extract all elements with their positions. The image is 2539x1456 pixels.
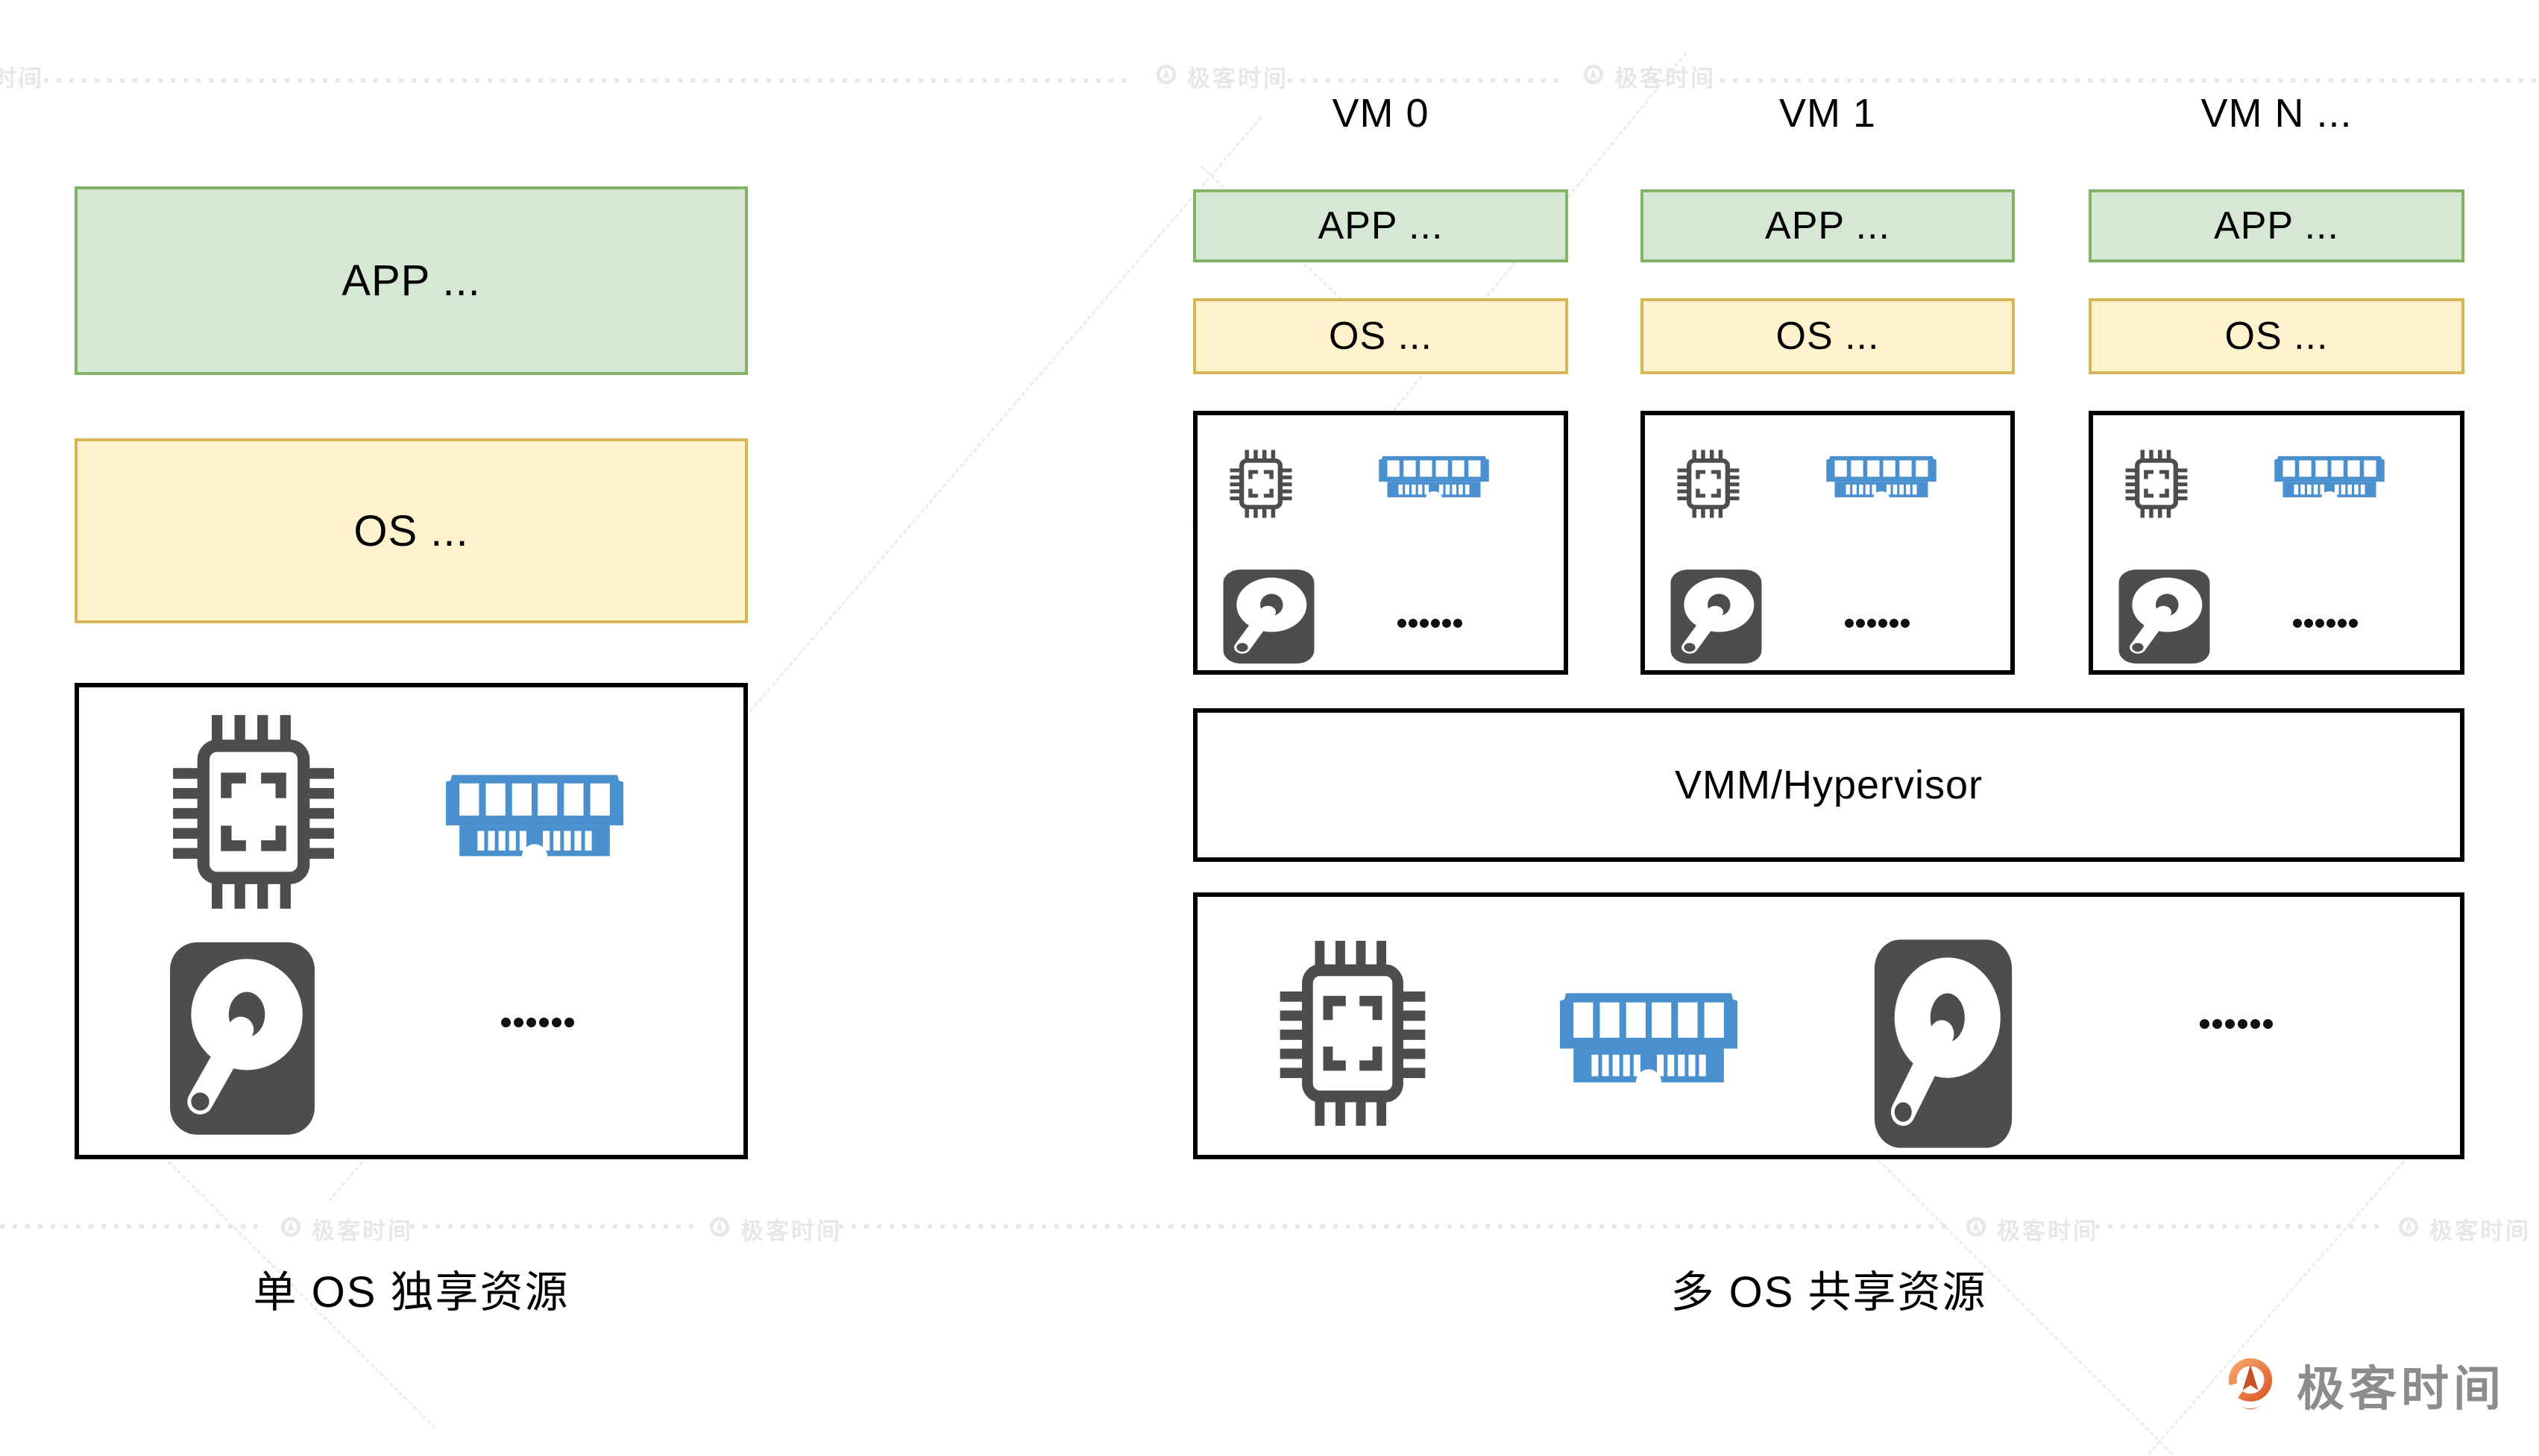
- ram-memory-icon: [1560, 993, 1737, 1087]
- app-box-single: APP ...: [75, 186, 748, 375]
- geektime-logo-icon: [1151, 62, 1181, 92]
- watermark-brand-text: 极客时间: [740, 1218, 842, 1244]
- app-box-label: APP ...: [1318, 204, 1444, 248]
- watermark-brand: 极客时间: [0, 60, 44, 93]
- geektime-brand-footer: 极客时间: [2218, 1351, 2505, 1419]
- vm-title-1: VM 1: [1778, 91, 1877, 136]
- cpu-chip-icon: [2124, 449, 2189, 519]
- vm-title-n: VM N ...: [2200, 91, 2353, 136]
- watermark-dotted-line: [0, 1224, 265, 1229]
- hard-disk-icon: [1669, 568, 1764, 665]
- cpu-chip-icon: [1229, 449, 1293, 519]
- os-box-single: OS ...: [75, 438, 748, 623]
- os-box-label: OS ...: [2224, 315, 2329, 358]
- hard-disk-icon: [1872, 936, 2015, 1151]
- watermark-brand: 极客时间: [705, 1212, 842, 1246]
- geektime-logo-icon: [276, 1214, 306, 1244]
- watermark-dotted-line: [839, 1224, 1950, 1229]
- geektime-logo-icon: [705, 1214, 734, 1244]
- app-box-label: APP ...: [1765, 204, 1890, 248]
- app-box-label: APP ...: [342, 256, 481, 305]
- ellipsis-dots: [1397, 618, 1462, 628]
- os-box-label: OS ...: [1775, 315, 1880, 358]
- os-box-vmn: OS ...: [2089, 298, 2464, 374]
- watermark-brand: 极客时间: [1961, 1212, 2098, 1246]
- ram-memory-icon: [1379, 456, 1489, 499]
- ellipsis-dots: [2200, 1018, 2273, 1029]
- hard-disk-icon: [2117, 568, 2212, 665]
- watermark-dotted-line: [410, 1224, 693, 1229]
- geektime-logo-icon: [2228, 1358, 2273, 1410]
- os-box-vm0: OS ...: [1193, 298, 1568, 374]
- watermark-brand-text: 极客时间: [1997, 1218, 2098, 1244]
- ram-memory-icon: [2274, 456, 2385, 499]
- vm-title-0: VM 0: [1332, 91, 1429, 136]
- geektime-logo-icon: [1961, 1214, 1991, 1244]
- ellipsis-dots: [2293, 618, 2358, 628]
- vmm-hypervisor-box: VMM/Hypervisor: [1193, 708, 2464, 862]
- geektime-logo-icon: [2394, 1214, 2423, 1244]
- hard-disk-icon: [167, 939, 318, 1138]
- watermark-brand-text: 极客时间: [0, 66, 44, 92]
- ram-memory-icon: [446, 775, 623, 860]
- watermark-brand: 极客时间: [2394, 1212, 2531, 1246]
- app-box-vmn: APP ...: [2089, 189, 2464, 262]
- vmm-hypervisor-label: VMM/Hypervisor: [1674, 763, 1983, 807]
- watermark-brand-text: 极客时间: [2429, 1218, 2531, 1244]
- os-box-label: OS ...: [353, 506, 469, 555]
- watermark-dotted-line: [2095, 1224, 2382, 1229]
- os-box-label: OS ...: [1329, 315, 1432, 358]
- cpu-chip-icon: [170, 712, 337, 912]
- watermark-dotted-line: [1275, 78, 1562, 83]
- hard-disk-icon: [1221, 568, 1316, 665]
- geektime-logo-icon: [1579, 62, 1608, 92]
- ram-memory-icon: [1826, 456, 1937, 499]
- app-box-vm1: APP ...: [1640, 189, 2015, 262]
- caption-single-os: 单 OS 独享资源: [253, 1268, 570, 1317]
- watermark-dotted-line: [19, 78, 1133, 83]
- geektime-brand-text: 极客时间: [2297, 1362, 2505, 1416]
- watermark-brand: 极客时间: [276, 1212, 413, 1246]
- ellipsis-dots: [501, 1017, 574, 1027]
- cpu-chip-icon: [1277, 938, 1428, 1129]
- cpu-chip-icon: [1676, 449, 1740, 519]
- watermark-brand-text: 极客时间: [312, 1218, 413, 1244]
- app-box-label: APP ...: [2214, 204, 2339, 248]
- os-box-vm1: OS ...: [1640, 298, 2015, 374]
- caption-multi-os: 多 OS 共享资源: [1670, 1268, 1987, 1317]
- ellipsis-dots: [1845, 618, 1910, 628]
- app-box-vm0: APP ...: [1193, 189, 1568, 262]
- watermark-dotted-line: [1708, 78, 2539, 83]
